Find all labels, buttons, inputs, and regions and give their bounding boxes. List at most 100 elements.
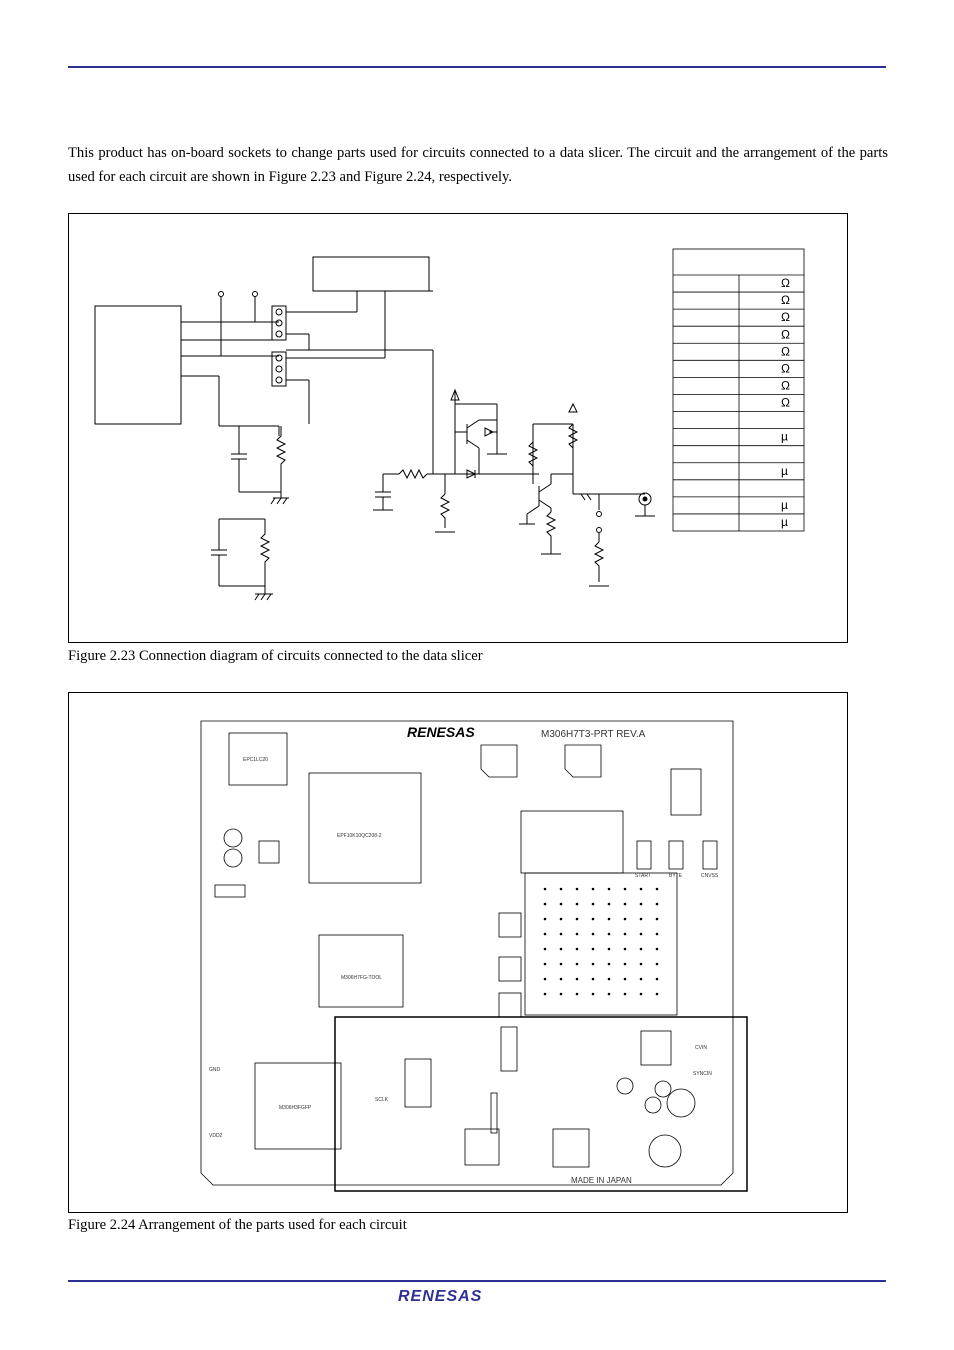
socket-pin — [559, 947, 563, 951]
chip-label-fpga: EPF10K10QC208-2 — [337, 833, 382, 839]
tp-label-sclk: SCLK — [375, 1097, 389, 1103]
socket-pin — [607, 947, 611, 951]
table-unit: µ — [781, 515, 788, 529]
socket-pin — [639, 992, 643, 996]
socket-pin — [623, 962, 627, 966]
socket-pin — [607, 962, 611, 966]
switch-label-start: START — [635, 873, 651, 879]
board-logo: RENESAS — [407, 724, 475, 740]
socket-pin — [655, 992, 659, 996]
socket-pin — [543, 977, 547, 981]
footer-logo: RENESAS — [398, 1288, 483, 1305]
table-unit: Ω — [781, 361, 790, 375]
socket-pin — [559, 992, 563, 996]
socket-pin — [607, 917, 611, 921]
socket-pin — [559, 887, 563, 891]
socket-pin — [543, 992, 547, 996]
socket-pin — [575, 962, 579, 966]
tp-label-cvin: CVIN — [695, 1045, 707, 1051]
board-made-in: MADE IN JAPAN — [571, 1176, 632, 1185]
socket-pin — [639, 932, 643, 936]
header-rule — [68, 66, 886, 68]
socket-pin — [655, 917, 659, 921]
socket-pin — [639, 917, 643, 921]
switch-label-byte: BYTE — [669, 873, 683, 879]
socket-pin — [543, 947, 547, 951]
socket-pin — [623, 902, 627, 906]
socket-pin — [639, 947, 643, 951]
table-unit: Ω — [781, 378, 790, 392]
table-unit: µ — [781, 498, 788, 512]
socket-pin — [591, 947, 595, 951]
socket-pin — [623, 947, 627, 951]
table-unit: µ — [781, 430, 788, 444]
table-unit: Ω — [781, 327, 790, 341]
socket-pin — [591, 977, 595, 981]
socket-pin — [655, 887, 659, 891]
socket-pin — [575, 887, 579, 891]
socket-pin — [623, 917, 627, 921]
socket-pin — [543, 887, 547, 891]
socket-pin — [591, 992, 595, 996]
socket-pin — [623, 977, 627, 981]
board-title: M306H7T3-PRT REV.A — [541, 729, 646, 740]
socket-pin — [591, 902, 595, 906]
socket-pin — [655, 932, 659, 936]
socket-pin — [591, 962, 595, 966]
table-unit: Ω — [781, 276, 790, 290]
table-unit: Ω — [781, 396, 790, 410]
socket-pin — [639, 902, 643, 906]
socket-pin — [559, 962, 563, 966]
socket-pin — [655, 962, 659, 966]
socket-pin — [575, 977, 579, 981]
socket-pin — [575, 947, 579, 951]
socket-pin — [591, 887, 595, 891]
figure2-caption: Figure 2.24 Arrangement of the parts use… — [68, 1217, 407, 1233]
figure1-caption: Figure 2.23 Connection diagram of circui… — [68, 648, 483, 664]
socket-pin — [639, 962, 643, 966]
socket-pin — [559, 902, 563, 906]
figure-board-arrangement: RENESAS M306H7T3-PRT REV.A MADE IN JAPAN… — [68, 692, 848, 1213]
socket-pin — [623, 932, 627, 936]
footer-rule — [68, 1280, 886, 1282]
chip-label-epc: EPC1LC20 — [243, 757, 268, 763]
tp-label-vdd2: VDD2 — [209, 1133, 223, 1139]
switch-label-cnvss: CNVSS — [701, 873, 719, 879]
socket-pin — [543, 902, 547, 906]
table-unit: Ω — [781, 310, 790, 324]
socket-pin — [591, 917, 595, 921]
socket-pin — [543, 932, 547, 936]
socket-pin — [559, 917, 563, 921]
socket-pin — [655, 947, 659, 951]
table-unit: µ — [781, 464, 788, 478]
socket-pin — [607, 977, 611, 981]
socket-pin — [623, 887, 627, 891]
board-layout: RENESAS M306H7T3-PRT REV.A MADE IN JAPAN… — [200, 720, 748, 1192]
table-unit: Ω — [781, 344, 790, 358]
intro-paragraph: This product has on-board sockets to cha… — [68, 145, 888, 185]
socket-pin — [607, 992, 611, 996]
socket-pin — [607, 902, 611, 906]
socket-pin — [559, 977, 563, 981]
tp-label-syncin: SYNCIN — [693, 1071, 712, 1077]
socket-pin — [575, 932, 579, 936]
socket-pin — [639, 887, 643, 891]
chip-label-tool: M306H7FG-TOOL — [341, 975, 382, 981]
socket-pin — [607, 887, 611, 891]
socket-pin — [575, 902, 579, 906]
chip-label-mcu: M306H3FGFP — [279, 1105, 312, 1111]
socket-pin — [607, 932, 611, 936]
socket-pin — [623, 992, 627, 996]
socket-pin — [639, 977, 643, 981]
tp-label-gnd: GND — [209, 1067, 221, 1073]
socket-pin — [543, 962, 547, 966]
socket-pin — [591, 932, 595, 936]
socket-pin — [575, 917, 579, 921]
socket-pin — [559, 932, 563, 936]
socket-pin — [655, 977, 659, 981]
socket-pin — [575, 992, 579, 996]
socket-pin — [543, 917, 547, 921]
table-unit: Ω — [781, 293, 790, 307]
